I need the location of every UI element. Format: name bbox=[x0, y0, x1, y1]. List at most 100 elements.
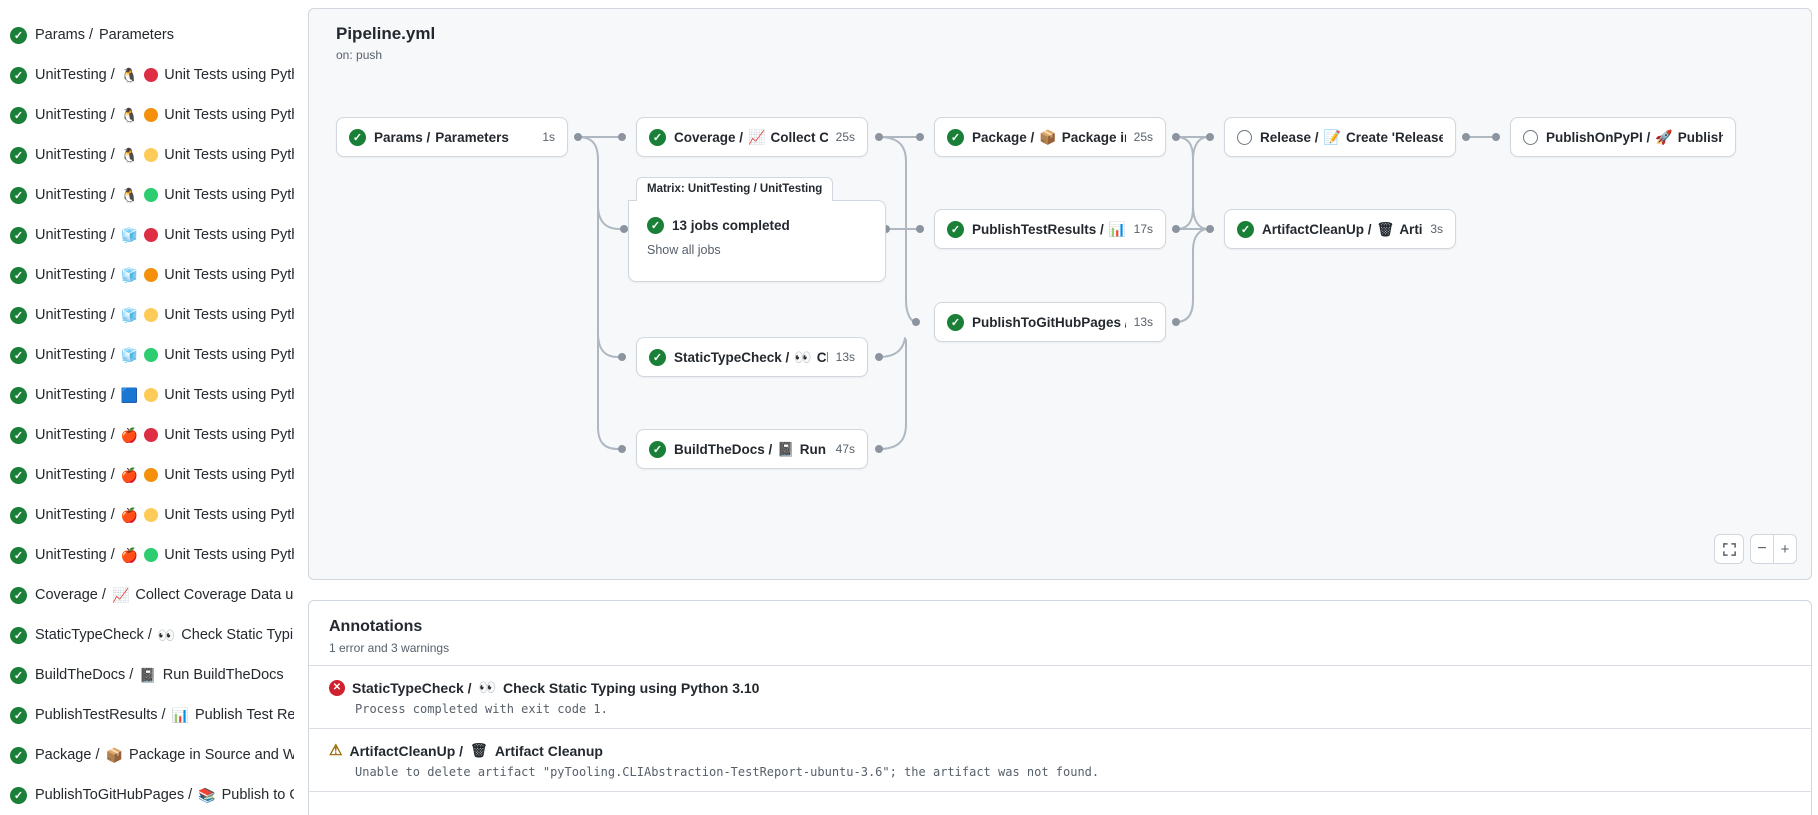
job-name: UnitTesting / bbox=[35, 227, 115, 243]
annotation-step-name: Artifact Cleanup bbox=[494, 742, 603, 759]
job-name: PublishToGitHubPages / bbox=[35, 787, 193, 803]
show-all-jobs-link[interactable]: Show all jobs bbox=[647, 243, 721, 257]
check-circle-icon bbox=[10, 146, 27, 164]
job-rest: Collect Coverage Data usi... bbox=[135, 587, 294, 603]
sidebar-item-unittest-3[interactable]: UnitTesting /🐧Unit Tests using Pyth... bbox=[0, 135, 300, 175]
zoom-out-button[interactable]: − bbox=[1750, 534, 1774, 564]
windows-icon: 🧊 bbox=[120, 226, 139, 243]
sidebar-item-unittest-11[interactable]: UnitTesting /🍎Unit Tests using Pyth... bbox=[0, 455, 300, 495]
node-rest: Publish to ... bbox=[1677, 129, 1723, 145]
rocket-icon: 🚀 bbox=[1655, 128, 1673, 145]
annotation-message: Process completed with exit code 1. bbox=[355, 702, 608, 716]
sidebar-item-publishtogithubpages[interactable]: PublishToGitHubPages /📚Publish to G... bbox=[0, 775, 300, 815]
jobs-sidebar: Params /Parameters UnitTesting /🐧Unit Te… bbox=[0, 0, 300, 815]
sidebar-item-coverage[interactable]: Coverage /📈Collect Coverage Data usi... bbox=[0, 575, 300, 615]
graph-node-package[interactable]: Package /📦Package in So... 25s bbox=[934, 117, 1166, 157]
success-icon bbox=[947, 220, 964, 238]
node-name: Params / bbox=[374, 129, 431, 145]
check-circle-icon bbox=[10, 466, 27, 484]
job-rest: Unit Tests using Pyth... bbox=[164, 347, 294, 363]
matrix-summary: 13 jobs completed bbox=[672, 218, 790, 233]
check-circle-icon bbox=[10, 746, 27, 764]
memo-icon: 📝 bbox=[1323, 128, 1341, 145]
sidebar-item-unittest-10[interactable]: UnitTesting /🍎Unit Tests using Pyth... bbox=[0, 415, 300, 455]
annotation-job-name: ArtifactCleanUp / bbox=[349, 742, 464, 759]
graph-node-publishtogithubpages[interactable]: PublishToGitHubPages /📚... 13s bbox=[934, 302, 1166, 342]
macos-icon: 🍎 bbox=[120, 506, 139, 523]
fullscreen-icon bbox=[1722, 542, 1736, 556]
graph-node-params[interactable]: Params /Parameters 1s bbox=[336, 117, 568, 157]
sidebar-item-unittest-5[interactable]: UnitTesting / 🧊 Unit Tests using Pyth... bbox=[0, 215, 300, 255]
windows-icon: 🧊 bbox=[120, 266, 139, 283]
sidebar-item-unittest-12[interactable]: UnitTesting /🍎Unit Tests using Pyth... bbox=[0, 495, 300, 535]
sidebar-item-publishtestresults[interactable]: PublishTestResults /📊Publish Test Resu..… bbox=[0, 695, 300, 735]
node-duration: 47s bbox=[835, 442, 855, 456]
workflow-trigger: on: push bbox=[336, 48, 383, 62]
sidebar-item-unittest-8[interactable]: UnitTesting /🧊Unit Tests using Pyth... bbox=[0, 335, 300, 375]
node-duration: 13s bbox=[835, 350, 855, 364]
annotation-row-error: StaticTypeCheck / 👀 Check Static Typing … bbox=[309, 665, 1811, 728]
node-name: ArtifactCleanUp / bbox=[1262, 221, 1372, 237]
eyes-icon: 👀 bbox=[157, 626, 176, 643]
sidebar-item-unittest-4[interactable]: UnitTesting /🐧Unit Tests using Pyth... bbox=[0, 175, 300, 215]
sidebar-item-unittest-2[interactable]: UnitTesting /🐧Unit Tests using Pyth... bbox=[0, 95, 300, 135]
job-rest: Unit Tests using Pyth... bbox=[164, 547, 294, 563]
fullscreen-button[interactable] bbox=[1714, 534, 1744, 564]
annotations-panel: Annotations 1 error and 3 warnings Stati… bbox=[308, 600, 1812, 815]
sidebar-item-unittest-9[interactable]: UnitTesting /🟦Unit Tests using Pyth... bbox=[0, 375, 300, 415]
zoom-in-button[interactable]: + bbox=[1773, 534, 1797, 564]
graph-node-statictypecheck[interactable]: StaticTypeCheck /👀Chec... 13s bbox=[636, 337, 868, 377]
success-icon bbox=[349, 128, 366, 146]
sidebar-item-unittest-6[interactable]: UnitTesting /🧊Unit Tests using Pyth... bbox=[0, 255, 300, 295]
node-rest: Package in So... bbox=[1061, 129, 1126, 145]
books-icon: 📚 bbox=[198, 786, 216, 803]
warning-icon bbox=[329, 743, 342, 758]
package-icon: 📦 bbox=[1039, 128, 1057, 145]
job-rest: Unit Tests using Pyth... bbox=[164, 507, 294, 523]
node-rest: Collect Cove... bbox=[770, 129, 828, 145]
sidebar-item-unittest-1[interactable]: UnitTesting /🐧Unit Tests using Pyth... bbox=[0, 55, 300, 95]
graph-node-artifactcleanup[interactable]: ArtifactCleanUp /🗑Artifac... 3s bbox=[1224, 209, 1456, 249]
check-circle-icon bbox=[10, 506, 27, 524]
error-icon bbox=[329, 679, 345, 696]
eyes-icon: 👀 bbox=[478, 679, 496, 695]
graph-node-coverage[interactable]: Coverage /📈Collect Cove... 25s bbox=[636, 117, 868, 157]
sidebar-item-params[interactable]: Params /Parameters bbox=[0, 15, 300, 55]
check-circle-icon bbox=[10, 186, 27, 204]
job-rest: Unit Tests using Pyth... bbox=[164, 227, 294, 243]
job-rest: Unit Tests using Pyth... bbox=[164, 267, 294, 283]
job-name: UnitTesting / bbox=[35, 67, 115, 83]
graph-node-release[interactable]: Release /📝Create 'Release P... bbox=[1224, 117, 1456, 157]
sidebar-item-unittest-13[interactable]: UnitTesting /🍎Unit Tests using Pyth... bbox=[0, 535, 300, 575]
node-rest: Run Buil... bbox=[799, 441, 828, 457]
check-circle-icon bbox=[10, 26, 27, 44]
node-name: Package / bbox=[972, 129, 1035, 145]
bar-chart-icon: 📊 bbox=[171, 706, 189, 723]
sidebar-item-unittest-7[interactable]: UnitTesting /🧊Unit Tests using Pyth... bbox=[0, 295, 300, 335]
msys2-icon: 🟦 bbox=[120, 386, 139, 403]
graph-node-publishtestresults[interactable]: PublishTestResults /📊Pu... 17s bbox=[934, 209, 1166, 249]
sidebar-item-package[interactable]: Package /📦Package in Source and Wh... bbox=[0, 735, 300, 775]
skipped-icon bbox=[1237, 129, 1252, 145]
workflow-file-title: Pipeline.yml bbox=[336, 24, 436, 43]
node-rest: Chec... bbox=[816, 349, 828, 365]
node-name: PublishTestResults / bbox=[972, 221, 1104, 237]
job-rest: Unit Tests using Pyth... bbox=[164, 427, 294, 443]
job-name: UnitTesting / bbox=[35, 187, 115, 203]
annotations-title: Annotations bbox=[329, 618, 423, 635]
check-circle-icon bbox=[10, 626, 27, 644]
graph-node-publishonpypi[interactable]: PublishOnPyPI /🚀Publish to ... bbox=[1510, 117, 1736, 157]
job-rest: Unit Tests using Pyth... bbox=[164, 107, 294, 123]
sidebar-item-statictypecheck[interactable]: StaticTypeCheck /👀Check Static Typing... bbox=[0, 615, 300, 655]
node-rest: Parameters bbox=[435, 129, 509, 145]
job-rest: Unit Tests using Pyth... bbox=[164, 187, 294, 203]
graph-node-buildthedocs[interactable]: BuildTheDocs /📓Run Buil... 47s bbox=[636, 429, 868, 469]
check-circle-icon bbox=[10, 66, 27, 84]
sidebar-item-buildthedocs[interactable]: BuildTheDocs /📓Run BuildTheDocs bbox=[0, 655, 300, 695]
success-icon bbox=[649, 128, 666, 146]
job-rest: Publish Test Resu... bbox=[195, 707, 294, 723]
python-version-dot bbox=[144, 388, 159, 402]
check-circle-icon bbox=[10, 226, 27, 244]
notebook-icon: 📓 bbox=[139, 666, 157, 683]
job-name: Params / bbox=[35, 27, 94, 43]
